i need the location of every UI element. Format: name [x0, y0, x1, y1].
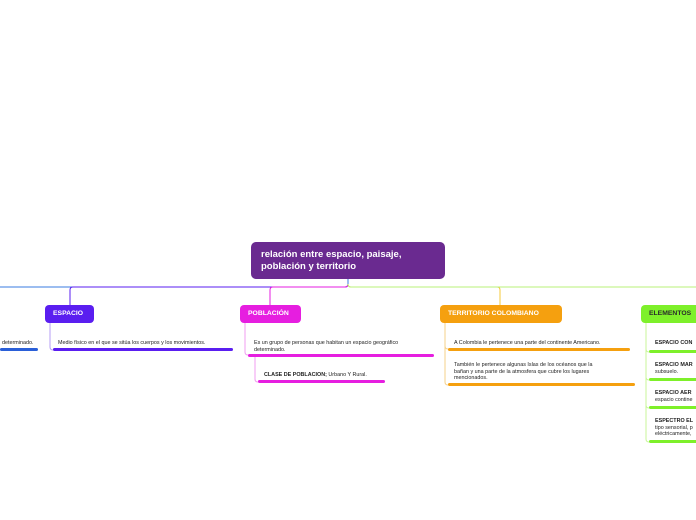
link-elementos-leaf3 [645, 377, 650, 409]
root-title-line1: relación entre espacio, paisaje, [261, 249, 402, 260]
leaf-elementos-3-line2: espacio contine [655, 396, 693, 403]
leaf-elementos-4[interactable]: ESPECTRO EL tipo sensorial, p eléctricam… [653, 418, 695, 438]
leaf-offscreen-left[interactable]: determinado. [2, 340, 34, 346]
link-territorio-leaf2 [444, 346, 449, 386]
leaf-elementos-3[interactable]: ESPACIO AÉR espacio contine [653, 390, 694, 403]
leaf-elementos-2-line2: subsuelo. [655, 368, 679, 375]
leaf-elementos-2-strong: ESPACIO MAR [655, 362, 693, 368]
leaf-elementos-4-line3: eléctricamente, [655, 431, 692, 438]
leaf-underline-elementos-3 [649, 406, 696, 409]
leaf-underline-poblacion-1 [248, 354, 434, 357]
branch-poblacion[interactable]: POBLACIÓN [240, 305, 301, 323]
link-elementos-leaf1 [645, 322, 650, 353]
root-title-line2: población y territorio [261, 260, 357, 272]
leaf-territorio-1[interactable]: A Colombia le pertenece una parte del co… [454, 340, 601, 346]
leaf-elementos-2[interactable]: ESPACIO MAR subsuelo. [653, 362, 695, 375]
link-root-elementos [347, 283, 696, 288]
link-root-offscreen-left [0, 279, 349, 288]
leaf-underline-poblacion-2 [258, 380, 385, 383]
branch-territorio[interactable]: TERRITORIO COLOMBIANO [440, 305, 562, 323]
leaf-underline-elementos-4 [649, 440, 696, 443]
link-poblacion-leaf2 [254, 357, 259, 383]
leaf-territorio-2-line3: mencionados. [454, 375, 488, 382]
leaf-elementos-1[interactable]: ESPACIO CON [655, 340, 693, 346]
leaf-underline-espacio-1 [53, 348, 233, 351]
leaf-underline-offscreen-left [0, 348, 38, 351]
leaf-poblacion-2-strong: CLASE DE POBLACIÓN; [264, 372, 327, 378]
leaf-underline-elementos-2 [649, 378, 696, 381]
root-topic[interactable]: relación entre espacio, paisaje, poblaci… [251, 242, 445, 279]
leaf-territorio-2-line2: bañan y una parte de la atmosfera que cu… [454, 368, 590, 375]
link-espacio-leaf [49, 322, 54, 351]
leaf-espacio-1[interactable]: Medio físico en el que se sitúa los cuer… [58, 340, 206, 346]
link-elementos-leaf4 [645, 405, 650, 443]
leaf-territorio-2[interactable]: También le pertenece algunas Islas de lo… [452, 362, 594, 382]
link-poblacion-leaf1 [244, 322, 249, 356]
leaf-underline-territorio-2 [448, 383, 635, 386]
leaf-elementos-3-strong: ESPACIO AÉR [655, 390, 692, 396]
branch-espacio[interactable]: ESPACIO [45, 305, 94, 323]
leaf-poblacion-2-rest: Urbano Y Rural. [326, 372, 367, 378]
leaf-poblacion-1[interactable]: Es un grupo de personas que habitan un e… [252, 340, 400, 353]
link-elementos-leaf2 [645, 349, 650, 381]
leaf-poblacion-1-line2: determinado. [254, 346, 286, 353]
link-territorio-leaf1 [444, 322, 449, 350]
leaf-elementos-4-strong: ESPECTRO EL [655, 418, 694, 424]
leaf-poblacion-2[interactable]: CLASE DE POBLACIÓN; Urbano Y Rural. [262, 372, 369, 379]
leaf-underline-elementos-1 [649, 350, 696, 353]
link-root-poblacion [269, 283, 349, 305]
leaf-territorio-2-line1: También le pertenece algunas Islas de lo… [454, 362, 593, 368]
leaf-poblacion-1-line1: Es un grupo de personas que habitan un e… [254, 340, 399, 346]
leaf-elementos-4-line2: tipo sensorial, p [655, 424, 693, 431]
leaf-underline-territorio-1 [448, 348, 630, 351]
branch-elementos[interactable]: ELEMENTOS [641, 305, 696, 323]
